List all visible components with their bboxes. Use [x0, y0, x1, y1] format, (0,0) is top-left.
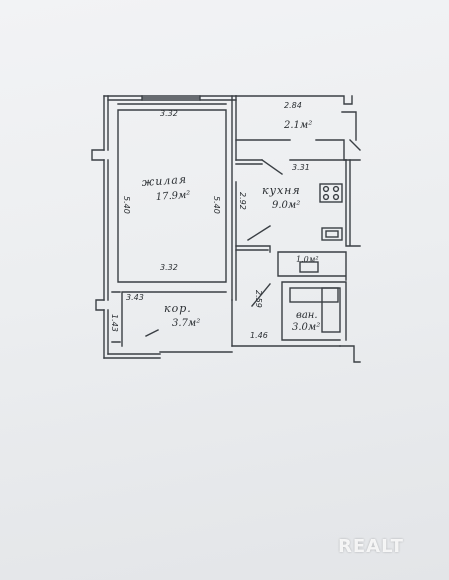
- wc-area: 1.0м²: [296, 255, 319, 264]
- living-room-name: жилая: [141, 173, 187, 189]
- dim-hall-width: 3.43: [126, 293, 144, 302]
- toilet-icon: [299, 261, 319, 273]
- living-room-area: 17.9м²: [155, 190, 190, 203]
- balcony-walls: [235, 95, 361, 161]
- outer-wall-bottom: [103, 345, 341, 359]
- outer-wall-top: [103, 95, 237, 101]
- kitchen-walls: [345, 159, 361, 247]
- dim-kitchen-width: 3.31: [292, 163, 310, 172]
- realt-watermark: REALT: [338, 536, 404, 557]
- hall-area: 3.7м²: [172, 318, 200, 329]
- window-living: [141, 95, 201, 101]
- dim-living-right: 5.40: [212, 196, 221, 214]
- bath-name: ван.: [296, 310, 318, 321]
- dim-balcony: 2.84: [284, 101, 302, 110]
- wc-walls: [277, 251, 347, 281]
- bath-walls: [281, 281, 347, 341]
- bath-area: 3.0м²: [292, 322, 320, 333]
- kitchen-area: 9.0м²: [272, 200, 300, 211]
- kitchen-name: кухня: [262, 184, 301, 197]
- stove-icon: [319, 183, 343, 203]
- dim-hall-depth: 1.43: [110, 314, 119, 332]
- living-room-walls: [117, 109, 227, 283]
- dim-bath-side: 2.59: [254, 290, 263, 308]
- dim-living-top: 3.32: [160, 109, 178, 118]
- bathtub-icon: [289, 287, 339, 303]
- dim-bath-width: 1.46: [250, 331, 268, 340]
- hall-walls: [121, 291, 233, 347]
- dim-living-bottom: 3.32: [160, 263, 178, 272]
- dim-kitchen-depth: 2.92: [238, 192, 247, 210]
- dim-living-left: 5.40: [122, 196, 131, 214]
- hall-name: кор.: [164, 302, 192, 315]
- balcony-area: 2.1м²: [283, 120, 312, 131]
- sink-icon: [321, 227, 343, 241]
